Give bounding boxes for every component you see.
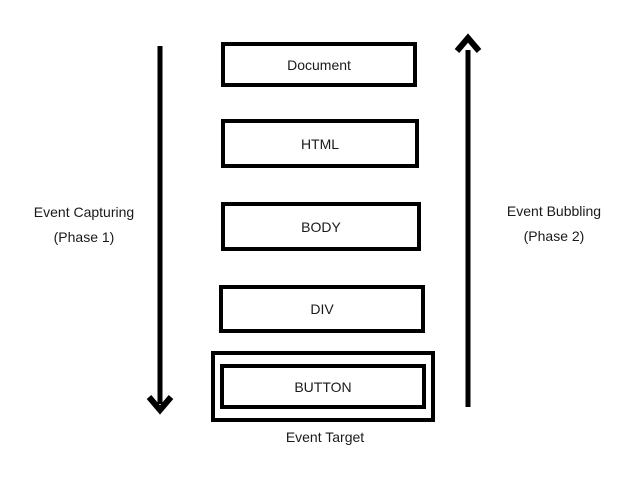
body-node-label: BODY — [301, 218, 341, 235]
div-node-label: DIV — [310, 301, 334, 317]
html-node-label: HTML — [300, 135, 340, 152]
capturing-arrow-down-icon — [146, 46, 174, 415]
event-capturing-label-line2: (Phase 1) — [53, 229, 115, 245]
event-bubbling-label-line1: Event Bubbling — [506, 203, 602, 219]
button-node-box: BUTTON — [220, 364, 426, 409]
body-node-box: BODY — [221, 202, 421, 251]
event-bubbling-label-line2: (Phase 2) — [523, 228, 585, 244]
bubbling-arrow-up-icon — [454, 33, 482, 407]
button-node-label: BUTTON — [294, 378, 352, 395]
event-bubbling-label: Event Bubbling (Phase 2) — [474, 199, 634, 249]
html-node-box: HTML — [221, 119, 419, 168]
event-capturing-label: Event Capturing (Phase 1) — [4, 200, 164, 250]
document-node-label: Document — [287, 56, 351, 73]
event-capturing-label-line1: Event Capturing — [33, 204, 135, 220]
document-node-box: Document — [221, 42, 417, 87]
event-target-caption: Event Target — [285, 429, 365, 445]
div-node-box: DIV — [219, 285, 425, 333]
